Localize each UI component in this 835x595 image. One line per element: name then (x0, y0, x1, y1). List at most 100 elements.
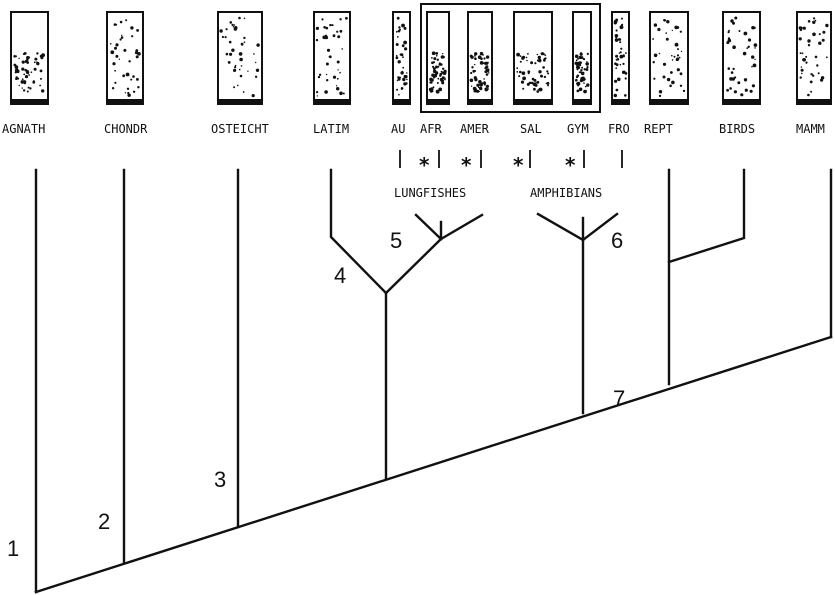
chromosome-dot (807, 94, 810, 97)
chromosome-dot (244, 18, 246, 20)
chromosome-dot (442, 53, 443, 54)
chromosome-dot (25, 75, 28, 78)
chromosome-dot (820, 79, 823, 82)
chromosome-dot (25, 60, 28, 63)
taxon-label-latim: LATIM (313, 122, 349, 136)
chromosome-dot (110, 43, 112, 45)
chromosome-dot (137, 86, 139, 88)
chromosome-dot (732, 68, 734, 70)
chromosome-dot (731, 77, 735, 81)
chromosome-dot (133, 91, 135, 93)
chromosome-dot (676, 26, 679, 29)
karyotype-band-agnath (11, 99, 48, 104)
star-marker-amer: * (461, 153, 472, 177)
chromosome-dot (253, 53, 255, 55)
chromosome-dot (813, 17, 815, 19)
chromosome-dot (616, 59, 618, 61)
chromosome-dot (812, 21, 815, 24)
chromosome-dot (15, 71, 17, 73)
chromosome-dot (316, 27, 319, 30)
chromosome-dot (23, 80, 27, 84)
chromosome-dot (404, 75, 407, 78)
chromosome-dot (810, 91, 812, 93)
chromosome-dot (429, 78, 433, 82)
chromosome-dot (339, 18, 341, 20)
taxon-label-au: AU (391, 122, 405, 136)
chromosome-dot (674, 56, 676, 58)
chromosome-dot (681, 51, 682, 52)
chromosome-dot (810, 81, 813, 84)
chromosome-dot (734, 17, 737, 20)
chromosome-dot (432, 66, 434, 68)
chromosome-dot (436, 90, 440, 94)
branch-amphibian-left (538, 214, 583, 240)
chromosome-dot (396, 56, 399, 59)
taxon-label-rept: REPT (644, 122, 673, 136)
chromosome-dot (577, 90, 580, 93)
chromosome-dot (615, 55, 618, 58)
chromosome-dot (729, 87, 732, 90)
karyotype-band-osteicht (218, 99, 262, 104)
chromosome-dot (33, 80, 35, 82)
chromosome-dot (803, 27, 806, 30)
chromosome-dot (750, 90, 753, 93)
chromosome-dot (734, 90, 737, 93)
chromosome-dot (129, 94, 131, 96)
chromosome-dot (331, 25, 332, 26)
node-number-4: 4 (334, 263, 346, 288)
chromosome-dot (754, 43, 758, 47)
chromosome-dot (480, 61, 484, 65)
chromosome-dot (114, 82, 116, 84)
chromosome-dot (435, 52, 438, 55)
chromosome-dot (619, 53, 620, 54)
chromosome-dot (324, 90, 328, 94)
chromosome-dot (542, 66, 545, 69)
chromosome-dot (402, 78, 405, 81)
chromosome-dot (474, 55, 476, 57)
chromosome-dot (486, 73, 489, 76)
chromosome-dot (110, 50, 114, 54)
chromosome-dot (406, 79, 408, 81)
chromosome-dot (520, 61, 522, 63)
chromosome-dot (120, 38, 122, 40)
chromosome-dot (256, 43, 259, 46)
star-marker-afr: * (419, 153, 430, 177)
chromosome-dot (130, 79, 132, 81)
chromosome-dot (586, 83, 589, 86)
chromosome-dot (680, 72, 683, 75)
chromosome-dot (614, 20, 618, 24)
group-label-amphibians: AMPHIBIANS (530, 186, 602, 200)
taxon-label-birds: BIRDS (719, 122, 755, 136)
chromosome-dot (533, 88, 536, 91)
chromosome-dot (126, 73, 130, 77)
chromosome-dot (583, 58, 585, 60)
chromosome-dot (18, 58, 19, 59)
chromosome-dot (751, 55, 754, 58)
chromosome-dot (819, 33, 821, 35)
chromosome-dot (397, 36, 399, 38)
chromosome-dot (616, 89, 619, 92)
chromosome-dot (470, 56, 473, 59)
chromosome-dot (476, 84, 479, 87)
chromosome-dot (326, 79, 328, 81)
chromosome-dot (131, 35, 133, 37)
karyotype-band-au (393, 99, 410, 104)
chromosome-dot (326, 63, 329, 66)
karyotype-band-gym (573, 99, 591, 104)
chromosome-dot (486, 55, 489, 58)
chromosome-dot (580, 56, 583, 59)
chromosome-dot (815, 56, 818, 59)
chromosome-dot (737, 81, 740, 84)
chromosome-dot (337, 61, 340, 64)
node-number-7: 7 (613, 386, 625, 411)
chromosome-dot (325, 36, 329, 40)
chromosome-dot (732, 45, 736, 49)
chromosome-dot (728, 31, 730, 33)
chromosome-dot (222, 36, 224, 38)
chromosome-dot (680, 85, 682, 87)
chromosome-dot (575, 79, 578, 82)
chromosome-dot (654, 23, 657, 26)
chromosome-dot (39, 85, 41, 87)
chromosome-dot (399, 77, 401, 79)
